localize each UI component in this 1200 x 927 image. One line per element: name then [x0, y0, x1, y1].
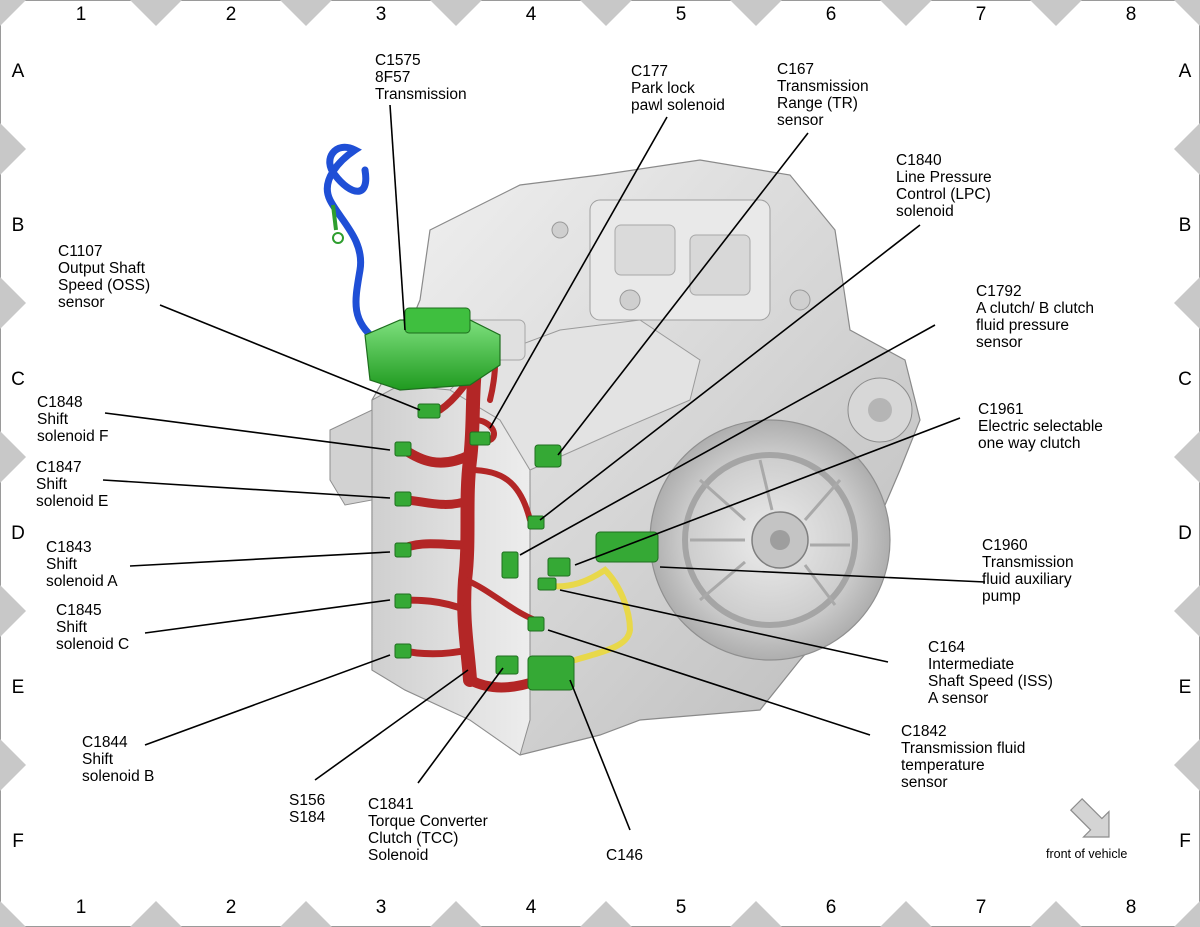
grid-marker-right-1 — [1174, 123, 1200, 175]
grid-marker-left-3 — [0, 431, 26, 483]
grid-marker-bottom-7 — [1030, 901, 1082, 927]
callout-c164: C164 Intermediate Shaft Speed (ISS) A se… — [928, 639, 1053, 707]
grid-marker-top-2 — [280, 0, 332, 26]
grid-column-6-bottom: 6 — [825, 897, 837, 918]
grid-column-4-bottom: 4 — [525, 897, 537, 918]
grid-row-B-left: B — [11, 215, 25, 236]
callout-c1844: C1844 Shift solenoid B — [82, 734, 155, 785]
grid-column-7-top: 7 — [975, 4, 987, 25]
grid-marker-right-4 — [1174, 585, 1200, 637]
callout-c1847: C1847 Shift solenoid E — [36, 459, 109, 510]
grid-marker-top-4 — [580, 0, 632, 26]
grid-row-B-right: B — [1178, 215, 1192, 236]
callout-c1792: C1792 A clutch/ B clutch fluid pressure … — [976, 283, 1095, 351]
grid-column-8-top: 8 — [1125, 4, 1137, 25]
callout-c167: C167 Transmission Range (TR) sensor — [777, 61, 869, 129]
grid-marker-right-3 — [1174, 431, 1200, 483]
direction-arrow-icon — [1069, 797, 1110, 838]
grid-marker-bottom-1 — [130, 901, 182, 927]
callout-c1961: C1961 Electric selectable one way clutch — [978, 401, 1103, 452]
grid-marker-bottom-2 — [280, 901, 332, 927]
grid-marker-left-1 — [0, 123, 26, 175]
grid-column-3-bottom: 3 — [375, 897, 387, 918]
callout-c1843: C1843 Shift solenoid A — [46, 539, 118, 590]
grid-marker-corner-tl — [0, 0, 26, 26]
grid-marker-top-6 — [880, 0, 932, 26]
grid-marker-corner-br — [1174, 901, 1200, 927]
grid-marker-top-1 — [130, 0, 182, 26]
callout-c1845: C1845 Shift solenoid C — [56, 602, 130, 653]
grid-row-D-right: D — [1178, 523, 1192, 544]
grid-marker-right-2 — [1174, 277, 1200, 329]
callout-c1107: C1107 Output Shaft Speed (OSS) sensor — [58, 243, 151, 311]
grid-marker-bottom-3 — [430, 901, 482, 927]
grid-marker-left-5 — [0, 739, 26, 791]
grid-marker-left-4 — [0, 585, 26, 637]
grid-marker-bottom-6 — [880, 901, 932, 927]
front-of-vehicle-label: front of vehicle — [1046, 847, 1128, 861]
callout-c1575: C1575 8F57 Transmission — [375, 52, 467, 103]
grid-column-1-top: 1 — [75, 4, 87, 25]
grid-marker-bottom-5 — [730, 901, 782, 927]
blue-lead — [323, 143, 380, 344]
grid-column-5-bottom: 5 — [675, 897, 687, 918]
grid-column-3-top: 3 — [375, 4, 387, 25]
callout-c1841: C1841 Torque Converter Clutch (TCC) Sole… — [368, 796, 488, 864]
callout-c177: C177 Park lock pawl solenoid — [631, 63, 725, 114]
callout-c1842: C1842 Transmission fluid temperature sen… — [901, 723, 1026, 791]
yellow-lead — [542, 566, 634, 663]
grid-column-1-bottom: 1 — [75, 897, 87, 918]
grid-column-2-bottom: 2 — [225, 897, 237, 918]
callout-c1848: C1848 Shift solenoid F — [37, 394, 109, 445]
grid-row-F-left: F — [12, 831, 24, 852]
grid-marker-corner-tr — [1174, 0, 1200, 26]
grid-column-4-top: 4 — [525, 4, 537, 25]
leader-lines — [102, 104, 986, 831]
grid-row-C-left: C — [11, 369, 25, 390]
grid-column-6-top: 6 — [825, 4, 837, 25]
grid-marker-right-5 — [1174, 739, 1200, 791]
grid-column-7-bottom: 7 — [975, 897, 987, 918]
callout-c1840: C1840 Line Pressure Control (LPC) soleno… — [896, 152, 992, 220]
transmission-housing — [329, 159, 921, 756]
callout-s156: S156 S184 — [289, 792, 326, 826]
grid-row-D-left: D — [11, 523, 25, 544]
grid-marker-top-5 — [730, 0, 782, 26]
blue-lead-terminal — [331, 204, 338, 231]
grid-row-A-left: A — [11, 61, 25, 82]
grid-marker-corner-bl — [0, 901, 26, 927]
grid-marker-top-7 — [1030, 0, 1082, 26]
grid-marker-bottom-4 — [580, 901, 632, 927]
grid-column-2-top: 2 — [225, 4, 237, 25]
grid-row-C-right: C — [1178, 369, 1192, 390]
grid-marker-top-3 — [430, 0, 482, 26]
grid-column-8-bottom: 8 — [1125, 897, 1137, 918]
grid-row-E-left: E — [11, 677, 25, 698]
grid-row-F-right: F — [1179, 831, 1191, 852]
grid-marker-left-2 — [0, 277, 26, 329]
grid-row-A-right: A — [1178, 61, 1192, 82]
grid-column-5-top: 5 — [675, 4, 687, 25]
grid-row-E-right: E — [1178, 677, 1192, 698]
callout-c1960: C1960 Transmission fluid auxiliary pump — [982, 537, 1074, 605]
callout-c146: C146 — [606, 847, 644, 864]
